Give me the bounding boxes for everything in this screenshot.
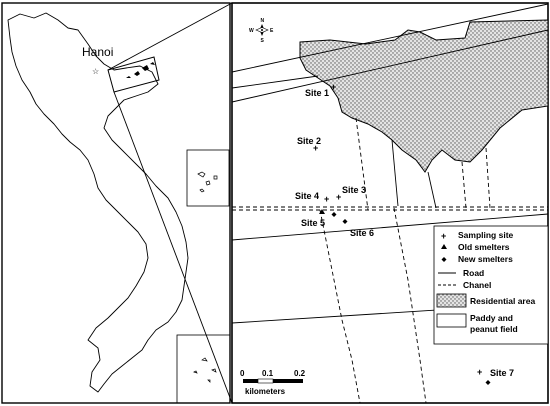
- overview-map: Hanoi ☆: [1, 2, 233, 404]
- site-label: Site 6: [350, 228, 374, 238]
- new-smelter-icon: [485, 380, 491, 385]
- compass-north: N: [261, 18, 265, 24]
- sampling-site-icon: +: [313, 143, 318, 153]
- site-label: Site 2: [297, 136, 321, 146]
- new-smelter-icon: [331, 212, 337, 217]
- callout-line-top: [107, 2, 233, 71]
- road-line: [391, 139, 399, 207]
- legend-label: Road: [463, 268, 484, 278]
- compass-south: S: [261, 38, 265, 44]
- road-line: [231, 29, 549, 103]
- legend-field-swatch: [436, 313, 467, 328]
- road-line: [427, 171, 437, 209]
- site-markers: + + + + +: [313, 82, 491, 385]
- callout-line-bottom: [113, 91, 233, 404]
- channel-line: [319, 209, 361, 404]
- new-smelter-icon: [342, 219, 348, 224]
- hanoi-label: Hanoi: [82, 45, 113, 59]
- old-smelter-icon: [319, 209, 325, 214]
- sampling-site-icon: +: [324, 194, 329, 204]
- scale-tick-label: 0.1: [262, 369, 274, 378]
- legend-cross-icon: +: [441, 231, 446, 241]
- site-label: Site 1: [305, 88, 329, 98]
- inset-box-spratly: [176, 334, 231, 404]
- scale-segment: [257, 378, 274, 384]
- road-line: [231, 75, 319, 89]
- site-label: Site 4: [295, 191, 319, 201]
- site-label: Site 7: [490, 368, 514, 378]
- residential-area: [299, 19, 549, 173]
- channel-line: [355, 117, 369, 211]
- legend-label: Chanel: [463, 280, 491, 290]
- scale-tick-label: 0: [240, 369, 245, 378]
- study-area-box: [107, 56, 160, 93]
- legend-triangle-icon: [441, 244, 447, 249]
- legend-label: peanut field: [470, 324, 518, 334]
- compass-rose-icon: N S E W: [249, 18, 274, 44]
- sampling-site-icon: +: [331, 82, 336, 92]
- map-legend: + Sampling site Old smelters New smelter…: [433, 225, 549, 345]
- channel-line: [393, 207, 427, 404]
- site-label: Site 5: [301, 218, 325, 228]
- legend-diamond-icon: [441, 257, 447, 262]
- legend-label: Sampling site: [458, 230, 514, 240]
- scale-bar: 0 0.1 0.2 kilometers: [240, 369, 306, 396]
- hanoi-star-icon: ☆: [92, 67, 99, 76]
- legend-residential-swatch: [436, 293, 467, 308]
- scale-segment: [273, 379, 303, 383]
- road-line: [231, 213, 549, 241]
- island-shape: [193, 357, 217, 383]
- scale-unit-label: kilometers: [245, 387, 286, 396]
- island-shape: [197, 171, 218, 193]
- overview-frame: [1, 2, 231, 404]
- legend-label: Paddy and: [470, 313, 513, 323]
- detail-map: N S E W + + + + + Site 1 Site 2 Site 3 S…: [231, 2, 549, 404]
- channel-line: [485, 147, 491, 209]
- legend-label: Residential area: [470, 296, 535, 306]
- compass-west: W: [249, 28, 254, 34]
- legend-label: Old smelters: [458, 242, 510, 252]
- scale-tick-label: 0.2: [294, 369, 306, 378]
- inset-box-paracel: [186, 149, 230, 207]
- road-line: [231, 3, 549, 73]
- study-area-marks: [126, 62, 155, 78]
- sampling-site-icon: +: [477, 367, 482, 377]
- channel-line: [461, 161, 467, 209]
- channels: [232, 117, 548, 404]
- sampling-site-icon: +: [336, 192, 341, 202]
- compass-east: E: [270, 28, 274, 34]
- site-label: Site 3: [342, 185, 366, 195]
- scale-segment: [243, 379, 258, 383]
- legend-label: New smelters: [458, 254, 513, 264]
